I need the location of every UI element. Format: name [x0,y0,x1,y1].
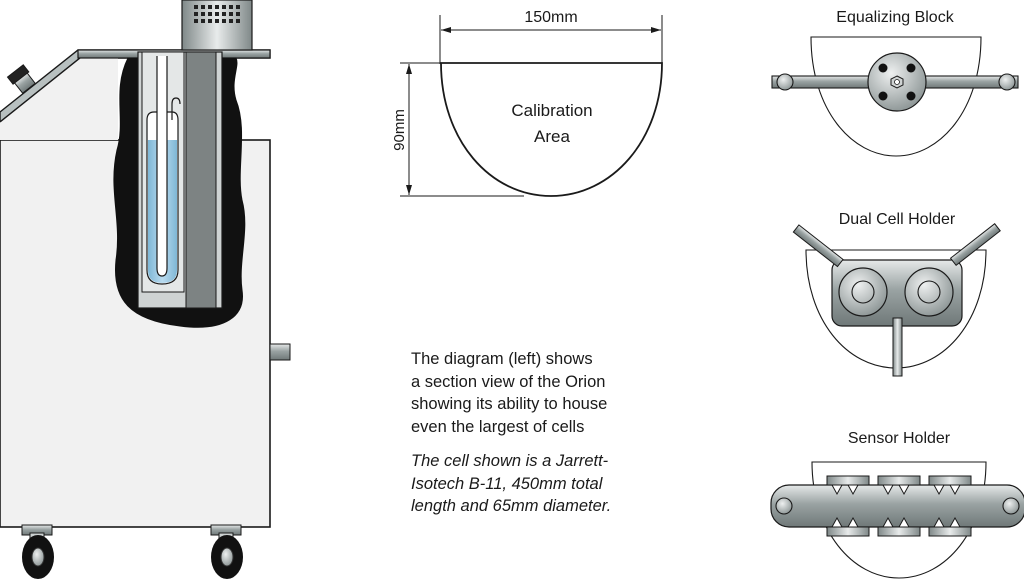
wheel-right [210,524,243,579]
calibration-label-line2: Area [534,127,570,146]
sensor-clamps [826,475,972,537]
control-knob [6,64,36,94]
dual-cell-holder-drawing: Dual Cell Holder [792,211,1001,377]
thermometer-well [156,56,168,277]
sensor-holder-label: Sensor Holder [848,430,951,447]
vent-grille [194,5,240,23]
wheel-left [21,524,54,579]
description-line: even the largest of cells [411,417,585,436]
equalizing-block-drawing: Equalizing Block [771,9,1019,157]
width-label: 150mm [524,9,577,26]
orion-apparatus [0,0,291,579]
dual-cell-holder-label: Dual Cell Holder [839,211,956,228]
description-line: showing its ability to house [411,395,608,413]
description-line: The diagram (left) shows [411,350,593,368]
height-label: 90mm [391,109,408,151]
calibration-dimension-drawing: 150mm 90mm Calibration Area [391,9,663,197]
sensor-bar [770,484,1024,528]
heater-sleeve [185,51,217,309]
cell-note-line: Isotech B-11, 450mm total [411,474,603,493]
cell-note-line: The cell shown is a Jarrett- [411,452,609,470]
sensor-holder-drawing: Sensor Holder [770,430,1024,579]
calibration-label-line1: Calibration [511,101,592,120]
side-connector [269,343,291,361]
cell-note-line: length and 65mm diameter. [411,497,612,515]
equalizing-block-label: Equalizing Block [836,9,954,26]
description-block: The diagram (left) shows a section view … [411,348,671,518]
calibration-area-shape [440,62,663,197]
description-line: a section view of the Orion [411,372,606,391]
